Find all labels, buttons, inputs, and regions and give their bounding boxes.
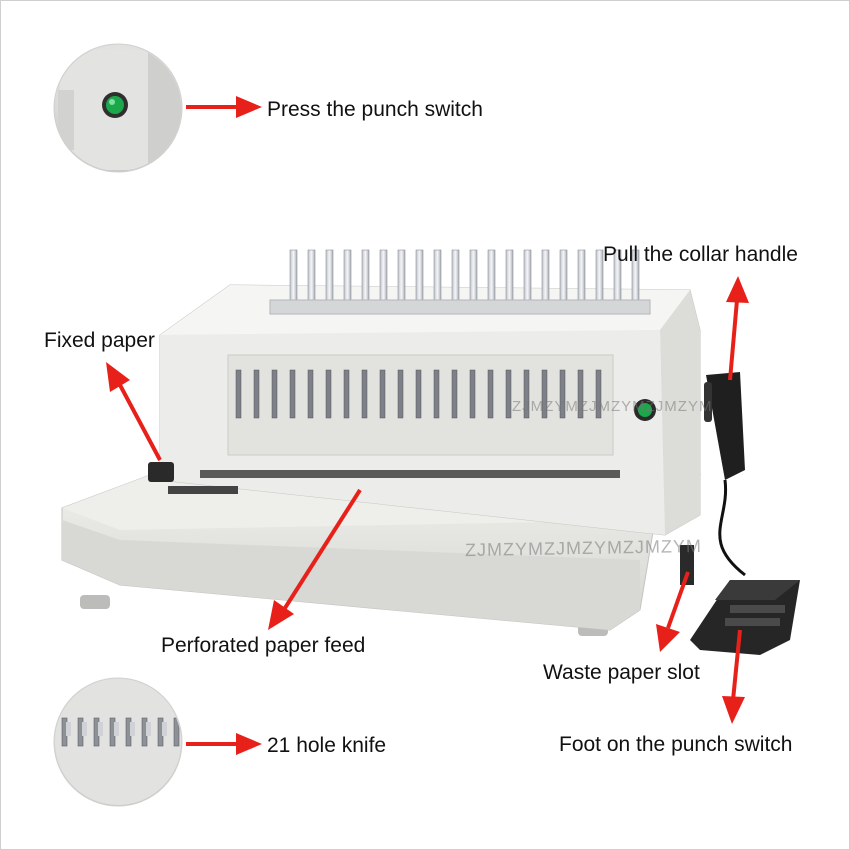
label-hole-knife: 21 hole knife <box>267 734 387 757</box>
arrow-collar-handle <box>726 276 749 381</box>
arrow-fixed-paper <box>106 362 162 461</box>
foot-left <box>80 595 110 609</box>
label-press-punch-switch: Press the punch switch <box>267 98 483 121</box>
paper-guide <box>148 462 174 482</box>
arrows <box>106 96 749 755</box>
arrow-hole-knife <box>186 733 262 755</box>
comb-spines <box>289 249 640 311</box>
label-pull-collar-handle: Pull the collar handle <box>603 243 798 266</box>
comb-rail <box>269 299 651 315</box>
foot-pedal <box>690 580 800 655</box>
pedal-cable <box>718 479 746 577</box>
arrow-punch-switch <box>186 96 262 118</box>
label-fixed-paper: Fixed paper <box>44 329 155 352</box>
collar-handle <box>706 372 745 480</box>
watermark-panel: ZJMZYMZJMZYMZJMZYM <box>512 398 713 415</box>
arrow-waste-slot <box>656 571 690 652</box>
paper-feed-slot <box>200 470 620 478</box>
waste-slot <box>680 545 694 585</box>
label-foot-punch-switch: Foot on the punch switch <box>559 733 793 756</box>
label-waste-paper-slot: Waste paper slot <box>543 661 700 684</box>
hole-knife-zoom-circle <box>53 677 183 807</box>
punch-switch-zoom-circle <box>53 43 183 173</box>
binding-machine <box>61 249 800 655</box>
arrow-foot-switch <box>722 629 745 724</box>
front-knives <box>235 369 602 419</box>
arrow-paper-feed <box>268 488 362 630</box>
label-perforated-paper-feed: Perforated paper feed <box>161 634 366 657</box>
watermark-front: ZJMZYMZJMZYMZJMZYM <box>464 535 703 561</box>
